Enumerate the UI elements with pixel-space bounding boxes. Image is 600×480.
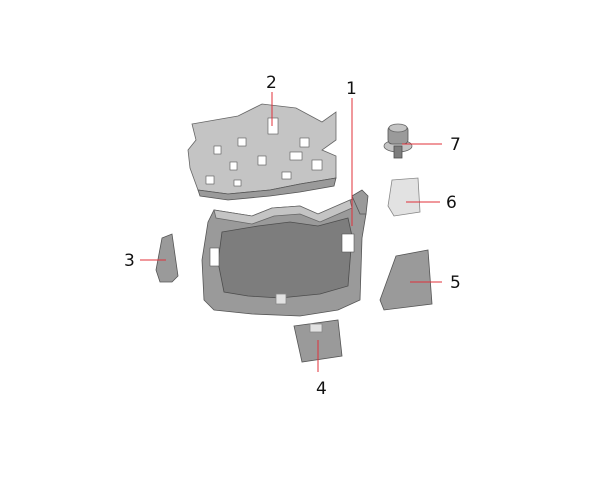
- callout-2: 2: [266, 73, 277, 93]
- callout-7: 7: [450, 135, 461, 155]
- part-7-clip: [383, 123, 413, 159]
- part-2-inner-panel: [187, 103, 337, 201]
- callout-4: 4: [316, 379, 327, 399]
- part-3-left-trim: [155, 233, 179, 283]
- callout-1: 1: [346, 79, 357, 99]
- part-1-liftgate-trim: [201, 189, 369, 317]
- callout-3: 3: [124, 251, 135, 271]
- callout-5: 5: [450, 273, 461, 293]
- part-6-pad: [387, 177, 421, 217]
- callout-6: 6: [446, 193, 457, 213]
- part-5-right-trim: [379, 249, 433, 311]
